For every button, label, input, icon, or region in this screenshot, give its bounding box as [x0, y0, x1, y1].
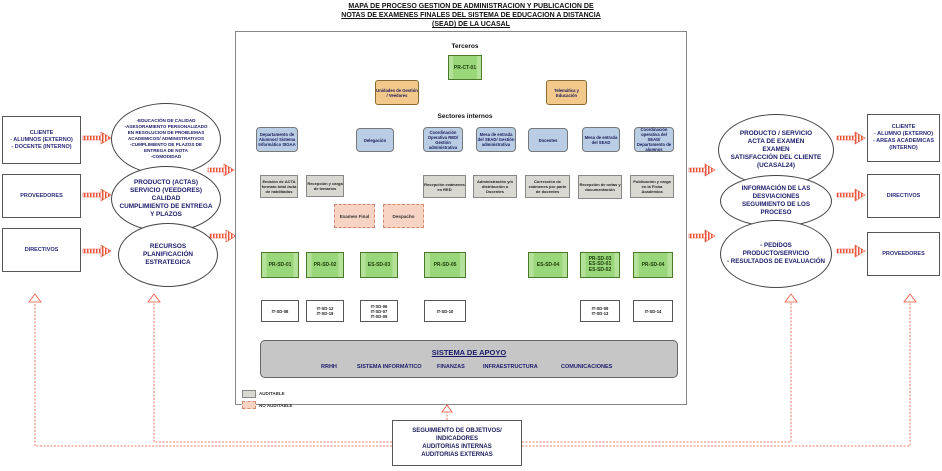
right-cliente-box: CLIENTE - ALUMNO (EXTERNO) - AREAS ACADE…: [867, 114, 940, 162]
sector-mesa-entrada: Mesa de entrada del SEAD: [582, 127, 620, 152]
flow-arrows-right: [688, 131, 866, 258]
it-sd-09-13: IT-SD-09 IT-SD-13: [580, 300, 620, 322]
left-directivos-box: DIRECTIVOS: [2, 228, 81, 272]
proc-pr-sd-01: PR-SD-01: [261, 252, 299, 278]
sector-coord-operativa: Coordinación operativa del SEAD/ Departa…: [634, 127, 674, 152]
right-oval-producto: PRODUCTO / SERVICIO ACTA DE EXAMEN EXAME…: [718, 114, 834, 186]
proc-pr-ct-01: PR-CT-01: [448, 55, 482, 80]
it-sd-10: IT-SD-10: [424, 300, 466, 322]
left-cliente-box: CLIENTE - ALUMNOS (EXTERNO) - DOCENTE (I…: [2, 116, 81, 164]
sector-depto-alumnos: Departamento de Alumnos/ Sistema Informá…: [256, 127, 298, 152]
legend-auditable-swatch: [242, 390, 256, 398]
support-system: SISTEMA DE APOYO RRHH SISTEMA INFORMÁTIC…: [260, 340, 678, 378]
left-oval-calidad: -EDUCACIÓN DE CALIDAD -ASESORAMIENTO PER…: [111, 103, 221, 175]
proc-pr-sd-03-group: PR-SD-03 ES-SD-01 ES-SD-02: [580, 252, 620, 278]
support-infraestructura: INFRAESTRUCTURA: [483, 364, 538, 370]
activity-recepcion-temarios: Recepción y carga de temarios: [306, 175, 344, 197]
support-comunicaciones: COMUNICACIONES: [561, 364, 613, 370]
proc-es-sd-04: ES-SD-04: [528, 252, 568, 278]
activity-publicacion: Publicación y carga en la Ficha Académic…: [630, 175, 674, 198]
activity-correccion: Corrección de exámenes por parte de doce…: [525, 175, 570, 198]
legend-non-auditable-label: NO AUDITABLE: [259, 403, 293, 408]
tercero-telematica: Telemática y Educación: [546, 80, 587, 105]
sector-delegacion: Delegación: [356, 128, 394, 152]
activity-recepcion-notas: Recepción de notas y documentación: [578, 175, 622, 199]
sector-coord-red: Coordinación Operativa RED/ Gestión admi…: [423, 127, 463, 152]
proc-es-sd-03: ES-SD-03: [360, 252, 398, 278]
support-rrhh: RRHH: [321, 364, 337, 370]
right-proveedores-box: PROVEEDORES: [867, 232, 940, 276]
legend-auditable-label: AUDITABLE: [259, 391, 285, 396]
right-directivos-box: DIRECTIVOS: [867, 174, 940, 218]
activity-recepcion-examenes: Recepción exámenes en RED: [423, 175, 466, 198]
sector-mesa-entrada-gestion: Mesa de entrada del SEAD/ Gestión admini…: [476, 127, 516, 152]
title-line-1: MAPA DE PROCESO GESTION DE ADMINISTRACIO…: [348, 3, 594, 10]
left-oval-producto: PRODUCTO (ACTAS) SERVICIO (VEEDORES) CAL…: [111, 166, 221, 232]
right-oval-informacion: INFORMACIÓN DE LAS DESVIACIONES SEGUIMIE…: [720, 175, 832, 227]
it-sd-08: IT-SD-08: [261, 300, 299, 322]
sectores-title: Sectores internos: [437, 113, 493, 120]
support-sistema-informatico: SISTEMA INFORMÁTICO: [357, 364, 422, 370]
left-proveedores-box: PROVEEDORES: [2, 174, 81, 218]
activity-administracion: Administración y/o distribución a Docent…: [473, 175, 517, 198]
legend-non-auditable-swatch: [242, 401, 256, 409]
support-title: SISTEMA DE APOYO: [431, 348, 507, 357]
proc-pr-sd-05: PR-SD-05: [424, 252, 466, 278]
it-sd-06-07-09: IT-SD-06 IT-SD-07 IT-SD-09: [360, 300, 398, 322]
terceros-title: Terceros: [451, 43, 479, 50]
nonaud-examen-final: Examen Final: [334, 204, 375, 228]
tercero-unidades-gestion: Unidades de Gestión / Veedores: [375, 80, 419, 105]
flow-arrows-left: [82, 131, 237, 258]
proc-pr-sd-02: PR-SD-02: [306, 252, 344, 278]
activity-emision-acta: Emisión de ACTA formato total /acta de h…: [260, 175, 298, 198]
title-line-2: NOTAS DE EXAMENES FINALES DEL SISTEMA DE…: [341, 12, 601, 19]
feedback-arrowheads: [28, 293, 917, 413]
it-sd-14: IT-SD-14: [633, 300, 673, 322]
it-sd-12-19: IT-SD-12 IT-SD-19: [306, 300, 344, 322]
nonaud-despacho: Despacho: [383, 204, 424, 228]
page-title: MAPA DE PROCESO GESTION DE ADMINISTRACIO…: [300, 2, 642, 29]
right-oval-pedidos: - PEDIDOS PRODUCTO/SERVICIO - RESULTADOS…: [720, 220, 832, 288]
proc-pr-sd-04: PR-SD-04: [633, 252, 673, 278]
sector-docentes: Docentes: [528, 128, 568, 152]
title-line-3: (SEAD) DE LA UCASAL: [432, 21, 510, 28]
left-oval-recursos: RECURSOS PLANIFICACIÓN ESTRATEGICA: [118, 223, 218, 287]
seguimiento-box: SEGUIMIENTO DE OBJETIVOS/ INDICADORES AU…: [392, 420, 522, 466]
support-finanzas: FINANZAS: [437, 364, 465, 370]
